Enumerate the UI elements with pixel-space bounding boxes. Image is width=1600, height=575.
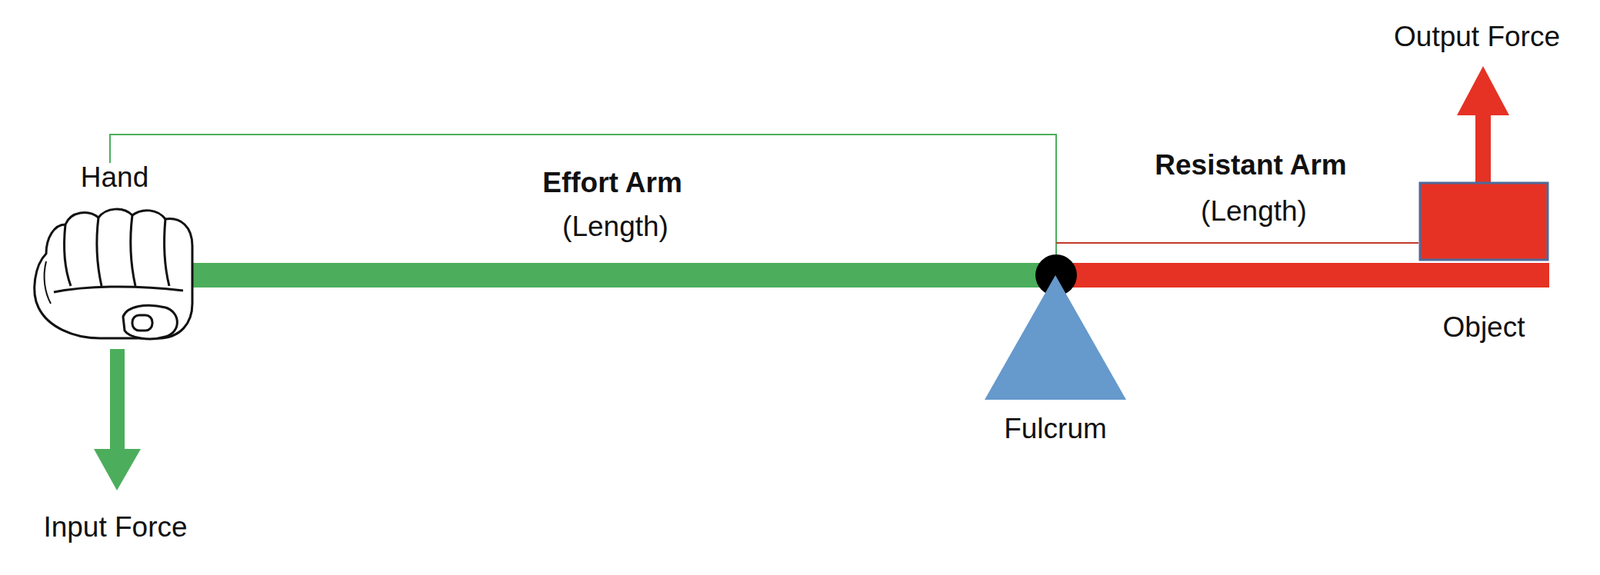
fulcrum-triangle-shape	[984, 275, 1127, 400]
fulcrum-shape	[984, 275, 1127, 400]
arm-label: Resistant Arm	[1154, 150, 1347, 182]
length-label: (Length)	[562, 211, 669, 244]
hand-fist	[34, 209, 193, 340]
resistant-bracket	[1056, 242, 1419, 244]
force-label: Input Force	[43, 512, 187, 544]
object-box-shape	[1418, 181, 1550, 262]
output-arrow-head	[1456, 66, 1510, 116]
resistant-bar	[1056, 263, 1550, 288]
arm-label: Effort Arm	[542, 167, 683, 200]
input-arrow-head	[93, 449, 141, 491]
effort-bracket	[110, 134, 1057, 264]
output-arrow-shaft	[1475, 112, 1491, 184]
input-arrow-shaft	[110, 349, 125, 451]
pivot-dot	[1035, 254, 1077, 297]
node-label: Fulcrum	[1003, 413, 1107, 446]
node-label: Object	[1443, 312, 1526, 344]
force-label: Output Force	[1393, 21, 1560, 54]
object-box: Object	[1418, 181, 1550, 262]
effort-bar	[178, 263, 1057, 288]
part-label: Hand	[80, 162, 149, 194]
fulcrum-triangle: Fulcrum	[984, 275, 1127, 400]
length-label: (Length)	[1200, 196, 1307, 228]
object-shape	[1420, 183, 1548, 260]
